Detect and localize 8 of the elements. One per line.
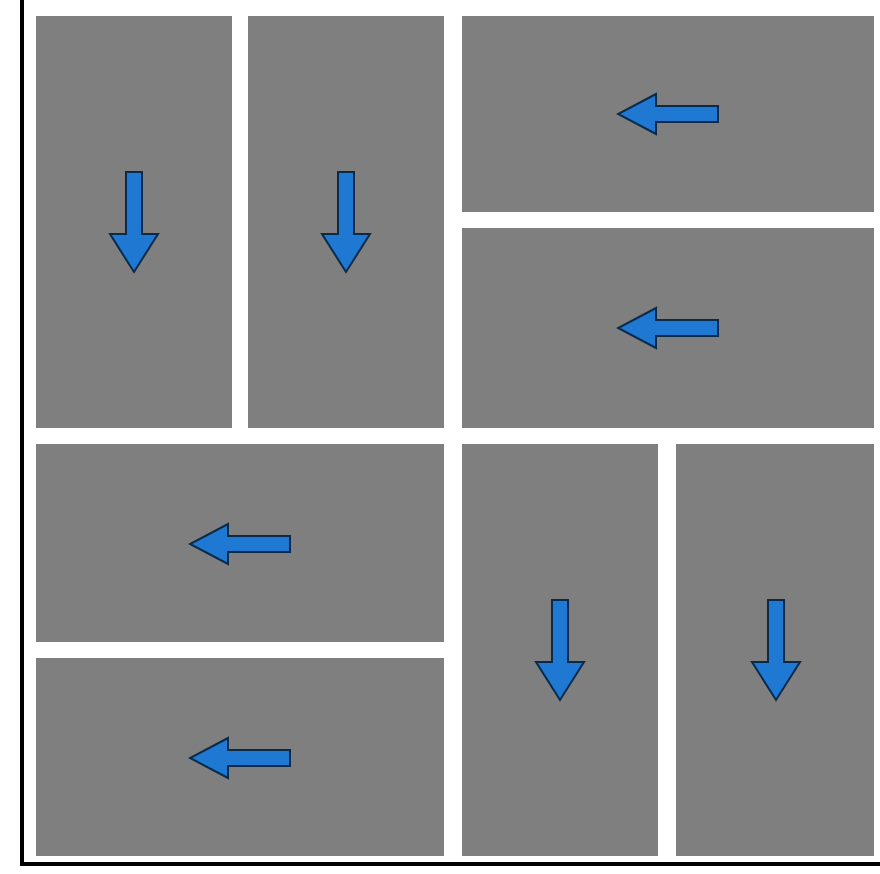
tile bbox=[462, 16, 874, 212]
tile bbox=[676, 444, 874, 856]
tile bbox=[462, 444, 658, 856]
tile bbox=[36, 16, 232, 428]
tile bbox=[36, 658, 444, 856]
tile bbox=[248, 16, 444, 428]
tile bbox=[36, 444, 444, 642]
tile bbox=[462, 228, 874, 428]
